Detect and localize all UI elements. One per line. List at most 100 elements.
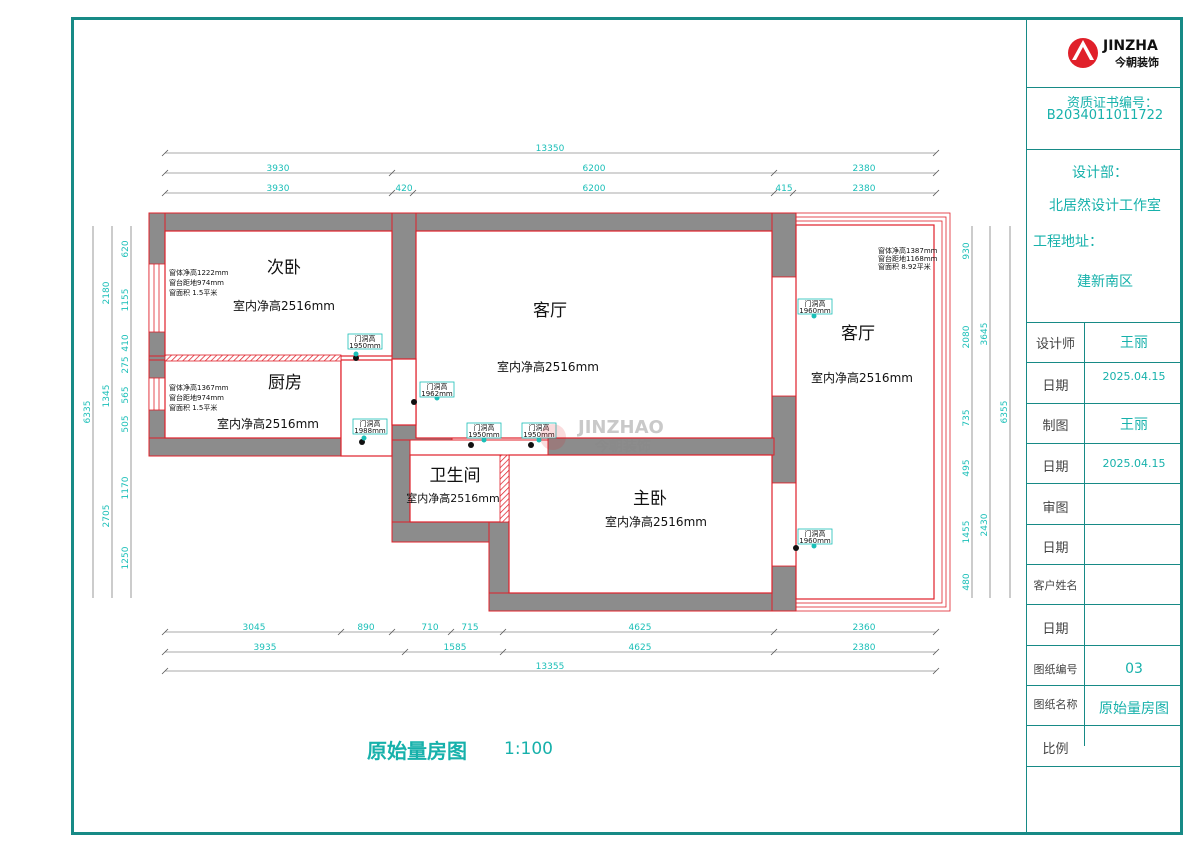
svg-text:1250: 1250 — [121, 546, 131, 569]
svg-text:窗体净高1222mm: 窗体净高1222mm — [169, 268, 229, 277]
room-height-kitchen: 室内净高2516mm — [217, 416, 319, 431]
svg-text:窗体净高1387mm: 窗体净高1387mm — [878, 246, 938, 255]
svg-text:6200: 6200 — [583, 164, 606, 174]
svg-text:13355: 13355 — [536, 662, 565, 672]
svg-text:480: 480 — [962, 573, 972, 590]
watermark: JINZHAO 今朝装饰 — [540, 417, 664, 455]
door-dots — [353, 355, 799, 551]
svg-text:1960mm: 1960mm — [799, 537, 831, 545]
svg-text:4625: 4625 — [629, 643, 652, 653]
divider — [1027, 604, 1183, 605]
divider — [1027, 443, 1183, 444]
divider — [1027, 322, 1183, 323]
svg-text:1170: 1170 — [121, 476, 131, 499]
door-teal-dots — [353, 313, 817, 549]
svg-text:窗面积 1.5平米: 窗面积 1.5平米 — [169, 403, 217, 412]
divider — [1027, 362, 1183, 363]
column-divider — [1084, 322, 1085, 746]
divider — [1027, 483, 1183, 484]
svg-text:1950mm: 1950mm — [523, 431, 555, 439]
dimension-lines — [92, 152, 1011, 672]
dept-label: 设计部： — [1072, 165, 1128, 181]
svg-text:3645: 3645 — [980, 323, 990, 346]
date-label: 日期 — [1042, 622, 1069, 637]
address-value: 建新南区 — [1077, 274, 1133, 290]
svg-text:1155: 1155 — [121, 289, 131, 312]
room-name-master: 主卧 — [633, 489, 667, 509]
svg-text:410: 410 — [121, 334, 131, 351]
dimension-ticks — [161, 149, 940, 675]
svg-text:门洞高: 门洞高 — [805, 299, 826, 308]
drawing-name-value: 原始量房图 — [1099, 701, 1169, 717]
divider — [1027, 87, 1183, 88]
date-label: 日期 — [1042, 460, 1069, 475]
svg-text:2380: 2380 — [853, 643, 876, 653]
door-tag: 门洞高 1960mm — [797, 298, 833, 315]
svg-text:1988mm: 1988mm — [354, 427, 386, 435]
room-name-bathroom: 卫生间 — [430, 466, 481, 486]
cert-number: B2034011011722 — [1046, 108, 1164, 123]
divider — [1027, 725, 1183, 726]
svg-text:420: 420 — [395, 184, 412, 194]
logo-name-en: JINZHA — [1103, 38, 1158, 54]
svg-text:1950mm: 1950mm — [349, 342, 381, 350]
svg-text:窗台距地974mm: 窗台距地974mm — [169, 278, 224, 287]
svg-text:415: 415 — [775, 184, 792, 194]
svg-text:窗面积 1.5平米: 窗面积 1.5平米 — [169, 288, 217, 297]
drafter-value: 王丽 — [1120, 417, 1148, 433]
svg-text:窗台距地1168mm: 窗台距地1168mm — [878, 254, 938, 263]
dept-value: 北居然设计工作室 — [1049, 198, 1161, 214]
windows — [148, 263, 797, 567]
room-name-kitchen: 厨房 — [268, 373, 302, 393]
svg-text:710: 710 — [421, 623, 438, 633]
svg-text:窗台距地974mm: 窗台距地974mm — [169, 393, 224, 402]
svg-text:2360: 2360 — [853, 623, 876, 633]
room-height-master: 室内净高2516mm — [605, 514, 707, 529]
svg-text:1345: 1345 — [102, 385, 112, 408]
divider — [1027, 766, 1183, 767]
svg-text:505: 505 — [121, 415, 131, 432]
svg-text:930: 930 — [962, 242, 972, 259]
door-tag: 门洞高 1950mm — [347, 333, 383, 350]
title-block: JINZHA 今朝装饰 资质证书编号： B2034011011722 设计部： … — [1026, 20, 1183, 832]
svg-text:窗面积 8.92平米: 窗面积 8.92平米 — [878, 262, 931, 271]
svg-text:3930: 3930 — [267, 164, 290, 174]
svg-text:1455: 1455 — [962, 521, 972, 544]
divider — [1027, 685, 1183, 686]
svg-text:735: 735 — [962, 409, 972, 426]
svg-text:1960mm: 1960mm — [799, 307, 831, 315]
door-tag: 门洞高 1962mm — [419, 381, 455, 398]
svg-text:JINZHAO: JINZHAO — [576, 417, 664, 438]
svg-text:2380: 2380 — [853, 164, 876, 174]
svg-text:门洞高: 门洞高 — [355, 334, 376, 343]
reviewer-label: 审图 — [1042, 501, 1069, 516]
svg-text:565: 565 — [121, 386, 131, 403]
svg-text:4625: 4625 — [629, 623, 652, 633]
divider — [1027, 645, 1183, 646]
svg-text:今朝装饰: 今朝装饰 — [594, 438, 651, 455]
divider — [1027, 524, 1183, 525]
svg-text:门洞高: 门洞高 — [360, 419, 381, 428]
date-value: 2025.04.15 — [1102, 457, 1166, 470]
divider — [1027, 403, 1183, 404]
date-value: 2025.04.15 — [1102, 370, 1166, 383]
svg-text:2080: 2080 — [962, 325, 972, 348]
svg-text:3935: 3935 — [254, 643, 277, 653]
designer-label: 设计师 — [1035, 337, 1075, 352]
designer-value: 王丽 — [1120, 335, 1148, 351]
svg-text:620: 620 — [121, 240, 131, 257]
svg-text:890: 890 — [357, 623, 374, 633]
svg-text:495: 495 — [962, 459, 972, 476]
dimension-labels: 13350 3930 6200 2380 3930 420 6200 415 2… — [83, 144, 1010, 672]
svg-text:13350: 13350 — [536, 144, 565, 154]
room-labels: 次卧 室内净高2516mm 窗体净高1222mm 窗台距地974mm 窗面积 1… — [169, 246, 938, 529]
svg-text:2180: 2180 — [102, 281, 112, 304]
svg-text:门洞高: 门洞高 — [474, 423, 495, 432]
door-tag: 门洞高 1988mm — [352, 418, 388, 435]
svg-text:2705: 2705 — [102, 505, 112, 528]
svg-text:275: 275 — [121, 356, 131, 373]
room-name-living: 客厅 — [533, 301, 567, 321]
svg-text:3930: 3930 — [267, 184, 290, 194]
room-height-bathroom: 室内净高2516mm — [406, 491, 499, 505]
logo-name-cn: 今朝装饰 — [1115, 56, 1159, 69]
